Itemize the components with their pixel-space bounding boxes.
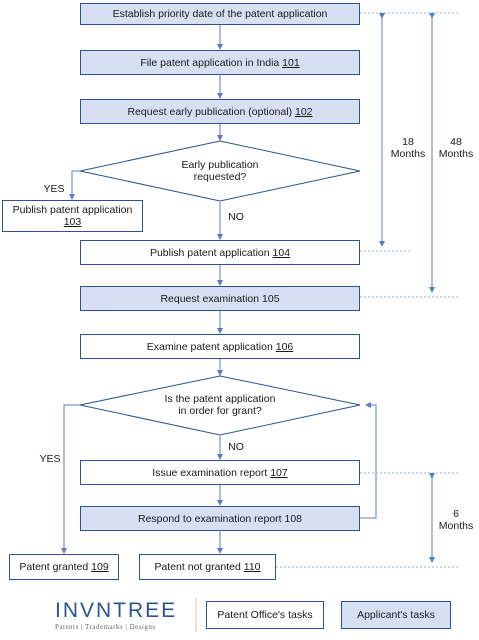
request-early-pub-text: Request early publication (optional)	[127, 106, 295, 118]
file-india-ref: 101	[282, 57, 300, 69]
publish-103-text: Publish patent application	[13, 204, 133, 216]
legend-office-text: Patent Office's tasks	[217, 609, 312, 621]
edge-yes-grant: YES	[38, 453, 62, 465]
request-exam-text: Request examination 105	[160, 293, 279, 305]
edge-no-early-pub: NO	[226, 211, 246, 223]
timeline-6-months-label: 6 Months	[436, 508, 476, 532]
request-exam-box: Request examination 105	[80, 286, 360, 311]
logo-tagline: Patents | Trademarks | Designs	[55, 623, 175, 631]
invntree-logo: INVNTREE Patents | Trademarks | Designs	[55, 600, 175, 631]
file-india-text: File patent application in India	[140, 57, 282, 69]
timeline-48-months-label: 48 Months	[436, 136, 476, 160]
early-pub-question-line2: requested?	[140, 171, 300, 183]
examine-text: Examine patent application	[147, 341, 276, 353]
file-india-box: File patent application in India 101	[80, 50, 360, 75]
publish-104-text: Publish patent application	[150, 247, 273, 259]
legend-office-box: Patent Office's tasks	[206, 601, 324, 629]
publish-104-ref: 104	[273, 247, 291, 259]
request-early-pub-ref: 102	[295, 106, 313, 118]
early-pub-question-line1: Early publication	[140, 159, 300, 171]
publish-103-box: Publish patent application 103	[2, 200, 143, 232]
logo-wordmark: INVNTREE	[55, 600, 175, 622]
grant-question: Is the patent application in order for g…	[130, 393, 310, 417]
issue-report-ref: 107	[270, 467, 288, 479]
timeline-48-unit: Months	[436, 148, 476, 160]
not-granted-ref: 110	[244, 561, 261, 573]
timeline-18-months-label: 18 Months	[388, 136, 428, 160]
examine-box: Examine patent application 106	[80, 334, 360, 359]
establish-priority-text: Establish priority date of the patent ap…	[113, 8, 328, 20]
issue-report-text: Issue examination report	[152, 467, 270, 479]
legend-applicant-text: Applicant's tasks	[357, 609, 435, 621]
edge-yes-early-pub: YES	[42, 183, 66, 195]
establish-priority-box: Establish priority date of the patent ap…	[80, 3, 360, 25]
granted-ref: 109	[91, 561, 109, 573]
edge-no-grant: NO	[226, 441, 246, 453]
respond-report-box: Respond to examination report 108	[80, 506, 360, 531]
arrow-grant-decision-yes-to-granted	[64, 405, 80, 553]
grant-question-line1: Is the patent application	[130, 393, 310, 405]
arrow-decision-yes-to-publish-103	[72, 171, 80, 199]
timeline-6-value: 6	[436, 508, 476, 520]
request-early-pub-box: Request early publication (optional) 102	[80, 99, 360, 124]
timeline-18-value: 18	[388, 136, 428, 148]
not-granted-text: Patent not granted	[154, 561, 243, 573]
examine-ref: 106	[276, 341, 294, 353]
granted-text: Patent granted	[19, 561, 91, 573]
legend-applicant-box: Applicant's tasks	[341, 601, 451, 629]
publish-104-box: Publish patent application 104	[80, 240, 360, 265]
issue-report-box: Issue examination report 107	[80, 460, 360, 485]
grant-question-line2: in order for grant?	[130, 405, 310, 417]
not-granted-box: Patent not granted 110	[139, 554, 276, 580]
respond-report-text: Respond to examination report 108	[138, 513, 302, 525]
timeline-6-unit: Months	[436, 520, 476, 532]
timeline-18-unit: Months	[388, 148, 428, 160]
arrow-respond-loop-back	[360, 405, 376, 518]
early-pub-question: Early publication requested?	[140, 159, 300, 183]
timeline-48-value: 48	[436, 136, 476, 148]
publish-103-ref: 103	[64, 216, 82, 228]
granted-box: Patent granted 109	[9, 554, 119, 580]
